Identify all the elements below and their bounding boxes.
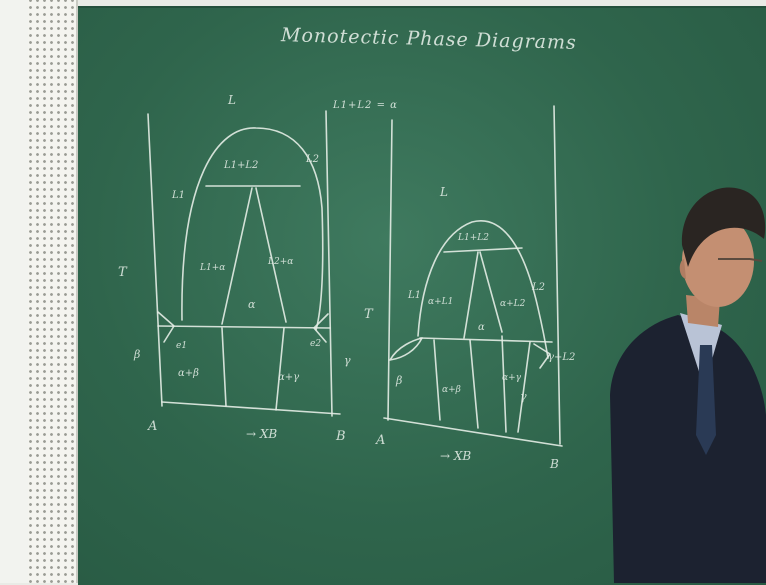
right-monotectic-line: [443, 247, 523, 253]
right-liquidus-dome: [417, 220, 549, 359]
right-axis-b: [553, 105, 561, 445]
suit-jacket: [610, 315, 766, 583]
right-mid-line: [419, 337, 553, 343]
left-liquidus-dome: [181, 127, 324, 331]
left-label-ag: α+γ: [278, 372, 299, 383]
right-lower-1: [433, 339, 441, 421]
left-label-beta: β: [133, 348, 140, 361]
left-label-ab: α+β: [178, 368, 199, 379]
left-corner-b: [313, 313, 329, 343]
right-lower-3: [501, 335, 507, 433]
phase-diagram-drawing: L L1+L2 L1 L2 L1+α L2+α α β γ α+β α+γ T …: [118, 93, 575, 471]
right-label-beta: β: [395, 374, 402, 387]
left-alpha-wedge-right: [255, 187, 287, 323]
glasses: [718, 258, 763, 262]
right-lower-2: [469, 339, 479, 429]
left-label-e2: e2: [310, 339, 321, 349]
ear: [679, 259, 686, 279]
right-label-l2: L2: [531, 282, 545, 293]
left-eutectic-line: [157, 325, 331, 329]
right-label-l1: L1: [407, 290, 421, 301]
phase-diagram-right: L L1+L2 L1 L2 α+L1 α+L2 α β γ α+β α+γ γ+…: [364, 105, 575, 471]
left-axis-b: [325, 110, 333, 417]
right-label-ag: α+γ: [502, 373, 522, 383]
left-lower-2: [275, 327, 285, 411]
left-label-xb: → XB: [246, 427, 277, 441]
hair: [681, 187, 766, 267]
left-label-l1l2: L1+L2: [223, 160, 258, 171]
right-alpha-left: [463, 251, 479, 339]
left-label-l2a: L2+α: [267, 257, 293, 267]
right-lens-right: [533, 343, 551, 369]
acoustic-panel: [28, 0, 78, 583]
left-label-alpha: α: [248, 298, 256, 311]
left-label-l: L: [227, 93, 236, 107]
right-label-gl2: γ+L2: [548, 352, 575, 363]
left-label-t: T: [118, 265, 128, 280]
right-label-gamma: γ: [520, 390, 527, 403]
right-alpha-right: [479, 251, 503, 333]
left-baseline: [161, 401, 341, 415]
left-alpha-wedge-left: [221, 187, 253, 325]
tie: [696, 345, 716, 455]
board-note: L1+L2 = α: [333, 100, 398, 111]
phase-diagram-left: L L1+L2 L1 L2 L1+α L2+α α β γ α+β α+γ T …: [118, 93, 351, 444]
right-label-t: T: [364, 307, 374, 322]
right-label-l1l2: L1+L2: [457, 233, 489, 243]
left-label-l2: L2: [305, 154, 319, 165]
right-axis-a: [387, 119, 393, 421]
chalkboard: Monotectic Phase Diagrams L1+L2 = α L L1…: [78, 6, 766, 585]
lecturer: [610, 187, 766, 583]
right-label-al1: α+L1: [428, 297, 453, 307]
left-axis-a: [147, 113, 163, 407]
wall: [0, 0, 28, 583]
right-label-ab: α+β: [442, 385, 461, 395]
right-label-alpha: α: [478, 322, 485, 333]
right-label-l: L: [439, 185, 448, 199]
right-label-xb: → XB: [440, 449, 471, 463]
right-label-a: A: [375, 433, 385, 448]
right-lens-left: [389, 337, 423, 361]
left-label-l1: L1: [171, 190, 185, 201]
left-label-a: A: [147, 419, 157, 434]
left-label-e1: e1: [176, 341, 187, 351]
left-label-l1a: L1+α: [199, 263, 225, 273]
left-label-gamma: γ: [344, 354, 351, 367]
right-lower-4: [517, 341, 531, 433]
right-label-al2: α+L2: [500, 299, 526, 309]
right-baseline: [383, 417, 563, 447]
left-lower-1: [221, 327, 227, 407]
left-label-b: B: [335, 429, 346, 444]
right-label-b: B: [549, 457, 559, 471]
left-corner-a: [157, 311, 175, 343]
